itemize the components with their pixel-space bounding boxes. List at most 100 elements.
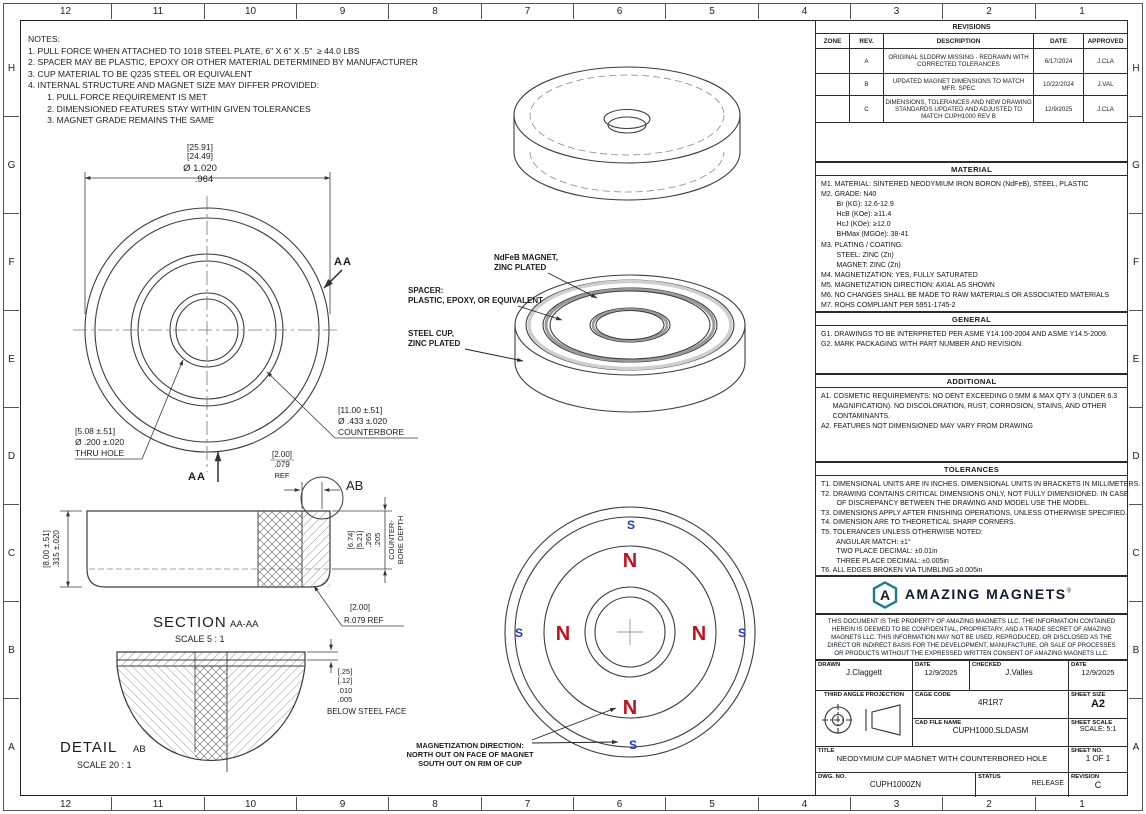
- zone-col: 12: [20, 4, 112, 19]
- zone-col: 9: [297, 797, 389, 811]
- additional-header: ADDITIONAL: [816, 375, 1127, 388]
- callout-text: ZINC PLATED: [494, 263, 547, 272]
- drawn-cell: DRAWN J.Claggett: [816, 661, 913, 691]
- rev-zone: [816, 96, 850, 123]
- dim-text: Ø 1.020: [183, 163, 217, 174]
- rev-approved: J.CLA: [1084, 96, 1127, 123]
- tolerance-line: OF DISCREPANCY BETWEEN THE DRAWING AND M…: [821, 500, 1090, 508]
- projection-cell: THIRD ANGLE PROJECTION: [816, 691, 913, 747]
- dim-text: [.12]: [338, 676, 353, 685]
- iso-view-top: [513, 66, 741, 201]
- zone-col: 10: [205, 4, 297, 19]
- rev-description: DIMENSIONS, TOLERANCES AND NEW DRAWING S…: [884, 96, 1034, 123]
- sheet-scale-cell: SHEET SCALE SCALE: 5:1: [1069, 719, 1127, 747]
- note-line: NOTES:: [28, 34, 60, 44]
- dim-text: REF: [275, 471, 290, 480]
- thru-hole-callout: [5.08 ±.51] Ø .200 ±.020 THRU HOLE: [75, 359, 184, 460]
- status-value: RELEASE: [1031, 780, 1064, 787]
- detail-suffix: AB: [133, 744, 146, 755]
- callout-spacer: SPACER: PLASTIC, EPOXY, OR EQUIVALENT: [408, 286, 563, 321]
- zone-col: 1: [1079, 6, 1085, 17]
- tolerance-line: T2. DRAWING CONTAINS CRITICAL DIMENSIONS…: [821, 490, 1129, 498]
- note-line: 3. CUP MATERIAL TO BE Q235 STEEL OR EQUI…: [28, 68, 252, 79]
- additional-line: A2. FEATURES NOT DIMENSIONED MAY VARY FR…: [821, 423, 1033, 431]
- material-line: Br (KG): 12.6-12.9: [821, 201, 894, 209]
- detail-view: [.25] [.12] .010 .005 BELOW STEEL FACE D…: [60, 639, 406, 772]
- dim-text: .315 ±.020: [52, 530, 61, 568]
- section-arrow-label: AA: [334, 256, 352, 268]
- rev-col-header: REV.: [850, 34, 884, 49]
- zone-row: G: [4, 117, 19, 214]
- zone-col: 10: [205, 797, 297, 811]
- iso-view-assembly: NdFeB MAGNET, ZINC PLATED SPACER: PLASTI…: [408, 253, 746, 413]
- callout-text: NdFeB MAGNET,: [494, 253, 558, 262]
- rev-letter: B: [850, 74, 884, 96]
- zone-row: H: [1129, 20, 1143, 117]
- sheet-no-label: SHEET NO.: [1071, 748, 1103, 754]
- front-view: [25.91] [24.49] Ø 1.020 .964 [5.08 ±.51]…: [73, 142, 418, 483]
- detail-title: DETAIL: [60, 739, 117, 756]
- amazing-magnets-icon: A: [872, 581, 898, 609]
- sheet-size-label: SHEET SIZE: [1071, 692, 1106, 698]
- rev-col-header: DESCRIPTION: [884, 34, 1034, 49]
- rev-zone: [816, 49, 850, 74]
- pole-north: N: [623, 550, 637, 572]
- dim-text: .010: [338, 686, 353, 695]
- material-line: M4. MAGNETIZATION: YES, FULLY SATURATED: [821, 271, 978, 279]
- rev-letter: A: [850, 49, 884, 74]
- dim-text: COUNTERBORE: [338, 427, 404, 437]
- zone-row: C: [4, 505, 19, 602]
- zone-row: A: [1132, 742, 1140, 753]
- zone-col: 6: [574, 797, 666, 811]
- sheet-no-cell: SHEET NO. 1 OF 1: [1069, 747, 1127, 773]
- status-label: STATUS: [978, 774, 1001, 780]
- general-line: G1. DRAWINGS TO BE INTERPRETED PER ASME …: [821, 331, 1108, 338]
- callout-cup: STEEL CUP, ZINC PLATED: [408, 329, 524, 362]
- tolerance-line: T1. DIMENSIONAL UNITS ARE IN INCHES. DIM…: [821, 481, 1141, 488]
- cad-file-value: CUPH1000.SLDASM: [952, 726, 1029, 735]
- rev-letter: C: [850, 96, 884, 123]
- title-cell: TITLE NEODYMIUM CUP MAGNET WITH COUNTERB…: [816, 747, 1069, 773]
- rev-col-header: DATE: [1034, 34, 1084, 49]
- zone-col: 6: [574, 4, 666, 19]
- dim-text: .964: [195, 174, 214, 185]
- material-header: MATERIAL: [816, 163, 1127, 176]
- zone-row: E: [1129, 311, 1143, 408]
- dim-text: Ø .200 ±.020: [75, 437, 124, 447]
- registered-mark: ®: [1066, 588, 1072, 595]
- zone-row: C: [1129, 505, 1143, 602]
- dwg-no-value: CUPH1000ZN: [869, 780, 922, 789]
- rev-col-header: APPROVED: [1084, 34, 1127, 49]
- zone-row: E: [4, 311, 19, 408]
- revision-value: C: [1094, 780, 1102, 790]
- dim-text: .079: [274, 460, 290, 469]
- rev-zone: [816, 74, 850, 96]
- dim-text: Ø .433 ±.020: [338, 416, 387, 426]
- note-line: 2. SPACER MAY BE PLASTIC, EPOXY OR OTHER…: [28, 57, 418, 68]
- diameter-dim: [25.91] [24.49] Ø 1.020 .964: [183, 142, 217, 185]
- material-line: MAGNET: ZINC (Zn): [821, 261, 901, 269]
- revision-label: REVISION: [1071, 774, 1100, 780]
- radius-ref: [2.00] R.079 REF: [313, 585, 404, 627]
- note-line: 4. INTERNAL STRUCTURE AND MAGNET SIZE MA…: [28, 80, 319, 91]
- wall-ref-dim: [2.00] .079 REF: [270, 450, 340, 509]
- pole-south: S: [627, 518, 635, 532]
- dim-text: [2.00]: [272, 450, 292, 459]
- zone-col: 4: [759, 797, 851, 811]
- material-line: HcJ (KOe): ≥12.0: [821, 221, 891, 229]
- callout-text: SPACER:: [408, 286, 443, 295]
- material-line: M3. PLATING / COATING:: [821, 241, 904, 249]
- rev-date: 6/17/2024: [1034, 49, 1084, 74]
- rev-date: 12/9/2025: [1034, 96, 1084, 123]
- zone-row: B: [4, 602, 19, 699]
- dwg-no-cell: DWG. NO. CUPH1000ZN: [816, 773, 976, 797]
- cage-code-value: 4R1R7: [978, 698, 1003, 707]
- tolerance-line: T4. DIMENSION ARE TO THEORETICAL SHARP C…: [821, 519, 1016, 527]
- pole-south: S: [738, 626, 746, 640]
- counterbore-callout: [11.00 ±.51] Ø .433 ±.020 COUNTERBORE: [266, 371, 418, 439]
- zone-col: 5: [666, 4, 759, 19]
- general-header: GENERAL: [816, 313, 1127, 326]
- dim-text: R.079 REF: [344, 616, 384, 625]
- checked-label: CHECKED: [972, 662, 1002, 668]
